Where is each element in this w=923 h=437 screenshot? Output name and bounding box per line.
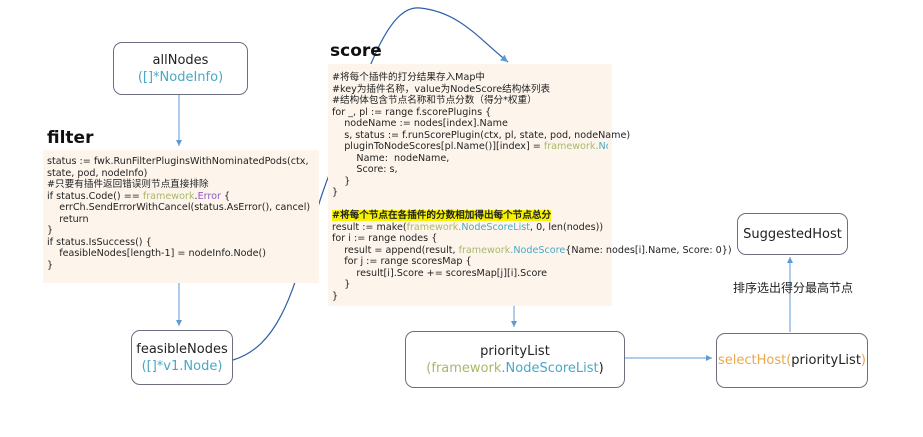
all-nodes-type: ([]*NodeInfo) [138, 69, 223, 86]
code-line: status := fwk.RunFilterPluginsWithNomina… [47, 156, 309, 167]
priority-list-box: priorityList (framework.NodeScoreList) [405, 331, 625, 388]
code-line: for i := range nodes { [332, 233, 438, 244]
filter-title: filter [47, 128, 94, 148]
type-prefix: []*v1. [146, 358, 184, 374]
code-line: state, pod, nodeInfo) [47, 167, 148, 179]
code-line: errCh.SendErrorWithCancel(status.AsError… [47, 202, 311, 213]
code-type: .NodeScore [595, 141, 609, 152]
code-text: pluginToNodeScores[pl.Name()][index] = [332, 141, 544, 152]
code-line: s, status := f.runScorePlugin(ctx, pl, s… [332, 129, 631, 141]
priority-list-name: priorityList [480, 343, 550, 359]
code-line: pluginToNodeScores[pl.Name()][index] = f… [332, 141, 608, 153]
code-line: #只要有插件返回错误则节点直接排除 [47, 179, 209, 190]
code-line: } [332, 187, 339, 198]
feasible-nodes-name: feasibleNodes [136, 341, 228, 357]
select-host-box: selectHost(priorityList) [716, 333, 868, 388]
code-line: result = append(result, framework.NodeSc… [332, 244, 731, 257]
code-text: . [194, 190, 198, 202]
code-text: , 0, len(nodes)) [530, 221, 604, 233]
code-line: result := make(framework.NodeScoreList, … [332, 222, 608, 234]
spacer [332, 199, 608, 211]
code-line: } [47, 259, 54, 271]
code-line: nodeName := nodes[index].Name [332, 118, 508, 129]
paren: ) [598, 360, 604, 376]
type-name: NodeScoreList [505, 360, 599, 376]
code-line: result[i].Score += scoresMap[j][i].Score [332, 267, 548, 279]
priority-list-type: (framework.NodeScoreList) [426, 360, 603, 377]
highlight-comment: #将每个节点在各插件的分数相加得出每个节点总分 [332, 210, 552, 221]
code-line: #key为插件名称，value为NodeScore结构体列表 [332, 83, 551, 95]
code-line: } [332, 175, 351, 187]
type-prefix: []* [142, 69, 160, 85]
code-line: Score: s, [332, 164, 398, 175]
paren: ) [218, 69, 224, 85]
code-line: } [332, 290, 339, 302]
code-line: for j := range scoresMap { [332, 256, 472, 267]
code-line: return [47, 213, 89, 225]
code-text: {Name: nodes[i].Name, Score: 0}) [565, 244, 732, 256]
code-text: result = append(result, [332, 244, 459, 256]
suggested-host-box: SuggestedHost [737, 213, 848, 255]
code-line: if status.IsSuccess() { [47, 236, 152, 248]
code-type: .NodeScoreList [458, 221, 531, 233]
sort-label: 排序选出得分最高节点 [733, 281, 854, 295]
score-title: score [330, 41, 382, 61]
type-name: Node [183, 358, 218, 374]
code-line: #将每个节点在各插件的分数相加得出每个节点总分 [332, 210, 608, 222]
code-line: } [332, 279, 351, 290]
code-text: { [220, 190, 231, 202]
code-pkg: framework [458, 244, 511, 256]
code-line: if status.Code() == framework.Error { [47, 191, 315, 203]
code-type: .NodeScore [510, 244, 566, 256]
code-line: #结构体包含节点名称和节点分数（得分*权重） [332, 95, 537, 106]
type-name: NodeInfo [159, 69, 219, 85]
type-pkg: framework [431, 360, 502, 376]
code-type: Error [197, 190, 221, 202]
feasible-nodes-type: ([]*v1.Node) [142, 358, 223, 375]
dot: . [501, 360, 506, 376]
paren: ( [137, 69, 143, 85]
paren: ( [141, 358, 147, 374]
code-text: if status.Code() == [47, 190, 143, 202]
code-pkg: framework [142, 190, 195, 202]
function-arg: priorityList [791, 353, 861, 368]
suggested-host-name: SuggestedHost [743, 226, 842, 242]
code-line: #将每个插件的打分结果存入Map中 [332, 72, 486, 83]
paren: ) [217, 358, 223, 374]
feasible-nodes-box: feasibleNodes ([]*v1.Node) [131, 330, 233, 385]
code-line: feasibleNodes[length-1] = nodeInfo.Node(… [47, 248, 266, 259]
code-line: Name: nodeName, [332, 152, 450, 164]
paren: ) [860, 353, 866, 368]
code-text: result := make( [332, 221, 407, 233]
function-name: selectHost( [717, 353, 792, 368]
score-code: #将每个插件的打分结果存入Map中 #key为插件名称，value为NodeSc… [328, 64, 732, 306]
filter-code: status := fwk.RunFilterPluginsWithNomina… [43, 150, 319, 283]
select-host-call: selectHost(priorityList) [718, 352, 866, 369]
code-pkg: framework [543, 141, 596, 152]
code-line: for _, pl := range f.scorePlugins { [332, 106, 492, 118]
all-nodes-name: allNodes [152, 52, 209, 68]
code-line: } [47, 225, 54, 236]
paren: ( [426, 360, 432, 376]
all-nodes-box: allNodes ([]*NodeInfo) [113, 42, 248, 95]
code-pkg: framework [406, 221, 459, 233]
